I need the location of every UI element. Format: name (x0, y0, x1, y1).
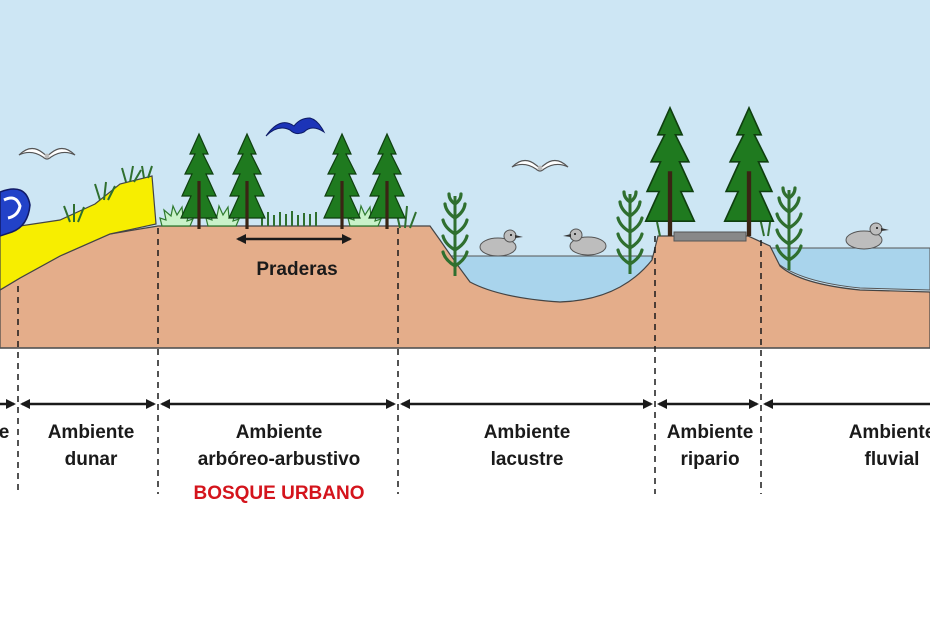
zone-label-dunar-line2: dunar (65, 449, 118, 470)
dune (0, 175, 157, 291)
soil-profile (0, 225, 930, 349)
dune-grass (63, 165, 772, 237)
riparian-platform (673, 231, 747, 242)
zone-label-ripario-line1: Ambiente (667, 422, 754, 443)
zone-label-arboreo-line1: Ambiente (236, 422, 323, 443)
zone-label-lacustre-line2: lacustre (491, 449, 564, 470)
zone-label-arboreo-line2: arbóreo-arbustivo (198, 449, 361, 470)
zone-label-playa: e (0, 422, 9, 443)
zone-label-fluvial-line2: fluvial (865, 449, 920, 470)
zone-label-lacustre-line1: Ambiente (484, 422, 571, 443)
meadow-grass (261, 211, 317, 226)
zone-label-fluvial-line1: Ambiente (849, 422, 930, 443)
bosque-urbano-label: BOSQUE URBANO (193, 483, 364, 504)
zone-label-ripario-line2: ripario (680, 449, 739, 470)
meadow-label: Praderas (256, 259, 337, 280)
zone-label-dunar-line1: Ambiente (48, 422, 135, 443)
wave-icon (0, 188, 31, 237)
lower-white-area (0, 348, 930, 620)
blue-bird-icon (265, 117, 326, 137)
wave-foam (3, 196, 22, 220)
zone-boundaries (17, 228, 762, 494)
